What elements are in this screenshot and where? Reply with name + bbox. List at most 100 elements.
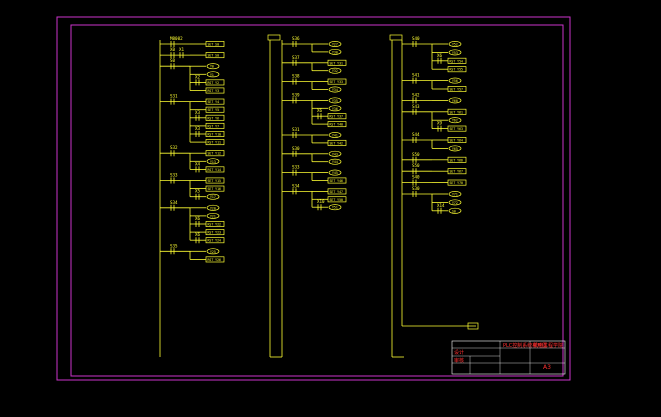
output-element-label: RST Y40: [330, 123, 344, 127]
output-element: [447, 86, 467, 92]
output-element-label: Y60: [452, 99, 458, 103]
output-element-label: Y65: [452, 147, 458, 151]
output-element-label: Y52: [452, 43, 458, 47]
interlock-contact-label: X6: [195, 216, 201, 221]
output-element-label: SET Y64: [450, 139, 464, 143]
output-element: [448, 77, 462, 84]
output-element: [448, 207, 462, 214]
output-element: [328, 158, 342, 165]
outer-border: [56, 16, 571, 381]
output-element: [206, 204, 220, 211]
output-element-label: Y32: [332, 69, 338, 73]
output-element: [448, 199, 462, 206]
step-contact-label: S42: [412, 92, 420, 97]
output-element-label: SET Y31: [330, 61, 344, 65]
interlock-contact-label: X6: [437, 53, 443, 58]
output-element-label: RST Y2: [208, 81, 220, 85]
output-element: [327, 196, 347, 203]
title-block: [451, 340, 566, 375]
step-contact-label: S41: [412, 73, 420, 78]
interlock-contact-label: X2: [195, 74, 201, 79]
output-element: [448, 97, 462, 104]
output-element: [205, 150, 225, 157]
output-element-label: SET Y4: [208, 100, 220, 104]
output-element-label: SET Y12: [208, 152, 222, 156]
output-element-label: SET S0: [208, 54, 220, 58]
output-element: [327, 121, 347, 128]
title-school: 机电工程学院: [533, 343, 564, 349]
output-element-label: SET Y16: [208, 187, 222, 191]
output-element-label: SET Y46: [330, 179, 344, 183]
output-element-label: RST Y24: [208, 239, 222, 243]
step-contact-label: S40: [412, 175, 420, 180]
step-contact-label: S50: [412, 163, 420, 168]
title-sheet-size: A3: [543, 364, 551, 371]
output-element: [447, 125, 467, 132]
output-element: [448, 117, 462, 124]
output-element-label: Y35: [332, 99, 338, 103]
output-element-label: Y43: [332, 152, 338, 156]
step-contact-label: M8002: [170, 36, 183, 41]
output-element: [205, 98, 225, 105]
step-contact-label: S30: [292, 146, 300, 151]
output-element-label: SET Y61: [450, 110, 464, 114]
output-element-label: SET Y15: [208, 179, 222, 183]
output-element-label: SET Y33: [330, 80, 344, 84]
output-element: [447, 108, 467, 115]
step-contact-label: S34: [170, 200, 178, 205]
output-element-label: SET Y50: [330, 198, 344, 202]
output-element: [327, 59, 347, 66]
output-element-label: Y53: [452, 51, 458, 55]
title-drawn-by: 设计: [454, 350, 465, 356]
output-element-label: Y44: [332, 160, 338, 164]
step-contact-label: S31: [292, 127, 300, 132]
output-element-label: Y25: [210, 250, 216, 254]
step-contact-label: S36: [292, 36, 300, 41]
step-contact-label: X1: [179, 47, 185, 52]
interlock-contact-label: X10: [317, 199, 325, 204]
title-checked-by: 审核: [454, 358, 465, 364]
output-element: [447, 57, 467, 64]
output-element-label: RST Y26: [208, 258, 222, 262]
output-element-label: Y27: [332, 43, 338, 47]
output-element: [328, 41, 342, 47]
output-element: [328, 150, 342, 157]
output-element-label: Y1: [210, 73, 214, 77]
output-element-label: Y34: [332, 88, 338, 92]
output-element: [206, 63, 220, 70]
output-element: [327, 177, 347, 184]
output-element: [327, 78, 347, 85]
output-element: [205, 166, 225, 173]
output-element: [206, 193, 220, 200]
output-element: [327, 188, 347, 195]
output-element-label: Y45: [332, 171, 338, 175]
output-element: [206, 248, 220, 255]
output-element-label: Y20: [210, 206, 216, 210]
output-element-label: SET Y42: [330, 141, 344, 145]
output-element-label: Y0: [210, 65, 214, 69]
output-element: [205, 237, 225, 244]
output-element-label: RST Y55: [450, 68, 464, 72]
output-element-label: SET Y66: [450, 158, 464, 162]
output-element: [448, 49, 462, 56]
output-element: [328, 105, 342, 112]
step-contact-label: S43: [412, 104, 420, 109]
output-element-label: S0: [452, 209, 456, 213]
step-contact-label: S39: [292, 92, 300, 97]
step-contact-label: S44: [412, 132, 420, 137]
output-element-label: Y71: [452, 193, 458, 197]
output-element: [205, 221, 225, 227]
output-element: [205, 185, 225, 192]
output-element: [447, 179, 467, 186]
output-element-label: Y62: [452, 119, 458, 123]
column-connector: [389, 34, 403, 41]
output-element-label: RST Y22: [208, 223, 222, 227]
end-box: [467, 322, 479, 330]
interlock-contact-label: X6: [195, 232, 201, 237]
interlock-contact-label: X5: [195, 189, 201, 194]
output-element: [327, 139, 347, 146]
interlock-contact-label: X3: [195, 110, 201, 115]
step-contact-label: S31: [170, 94, 178, 99]
output-element: [205, 139, 225, 146]
